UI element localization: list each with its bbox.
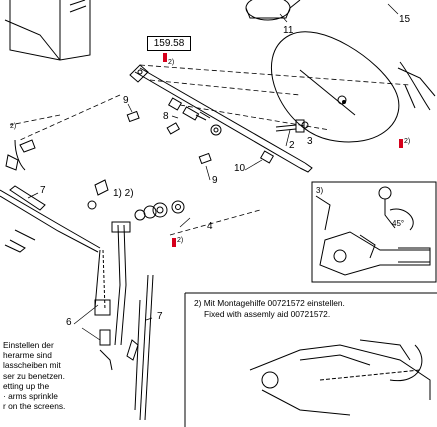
side-note-line: lasscheiben mit (3, 360, 61, 371)
nut-stack (87, 179, 185, 221)
callout-9b: 9 (212, 175, 218, 186)
red-marker (163, 53, 167, 62)
callout-15: 15 (399, 14, 411, 25)
red-marker (399, 139, 403, 148)
bushing-parts (126, 97, 309, 165)
callout-11: 11 (283, 25, 294, 36)
side-instruction-note: Einstellen der herarme sind lasscheiben … (3, 340, 65, 411)
wiper-motor-part (245, 0, 301, 21)
detail-box-3 (311, 181, 437, 283)
angle-label: 45° (392, 219, 405, 228)
detail-box-label: 3) (316, 186, 324, 195)
red-marker (172, 238, 176, 247)
callout-9: 9 (123, 95, 129, 106)
linkage-rod (129, 64, 313, 173)
callout-6-12: 1) 2) (113, 188, 134, 199)
right-wiper-arm (94, 221, 131, 371)
callout-6: 6 (66, 317, 72, 328)
side-note-line: Einstellen der (3, 340, 54, 350)
reference-box: 159.58 (147, 36, 191, 51)
body-panel-outline (4, 0, 91, 61)
callout-note-ref: 2) (404, 138, 411, 145)
bottom-detail-sketch (249, 339, 431, 416)
callout-7: 7 (40, 185, 46, 196)
note-german: Mit Montagehilfe 00721572 einstellen. (203, 298, 345, 308)
note-marker: 2) (194, 298, 202, 308)
callout-note-ref: 2) (168, 59, 175, 66)
axis-lines (9, 64, 411, 236)
side-note-line: ser zu benetzen. (3, 370, 65, 381)
side-note-line: r on the screens. (3, 401, 66, 412)
washer-hose (5, 139, 36, 171)
left-wiper-blade (0, 185, 101, 253)
callout-8: 8 (163, 111, 169, 122)
note-english: Fixed with assemly aid 00721572. (204, 308, 331, 319)
assembly-note: 2) Mit Montagehilfe 00721572 einstellen.… (194, 298, 345, 319)
callout-note-ref: 2) (10, 123, 17, 130)
callout-2: 2 (289, 140, 295, 151)
side-note-line: herarme sind (3, 350, 52, 361)
callout-3: 3 (307, 136, 313, 147)
callout-4: 4 (207, 221, 213, 232)
wiper-blade (126, 274, 154, 421)
side-note-line: etting up the (3, 380, 50, 391)
side-note-line: · arms sprinkle (3, 391, 58, 402)
note-panel-frame (184, 292, 437, 427)
callout-7b: 7 (157, 311, 163, 322)
callout-10: 10 (234, 163, 246, 174)
leader-lines (27, 3, 399, 341)
callout-note-ref: 2) (177, 237, 184, 244)
